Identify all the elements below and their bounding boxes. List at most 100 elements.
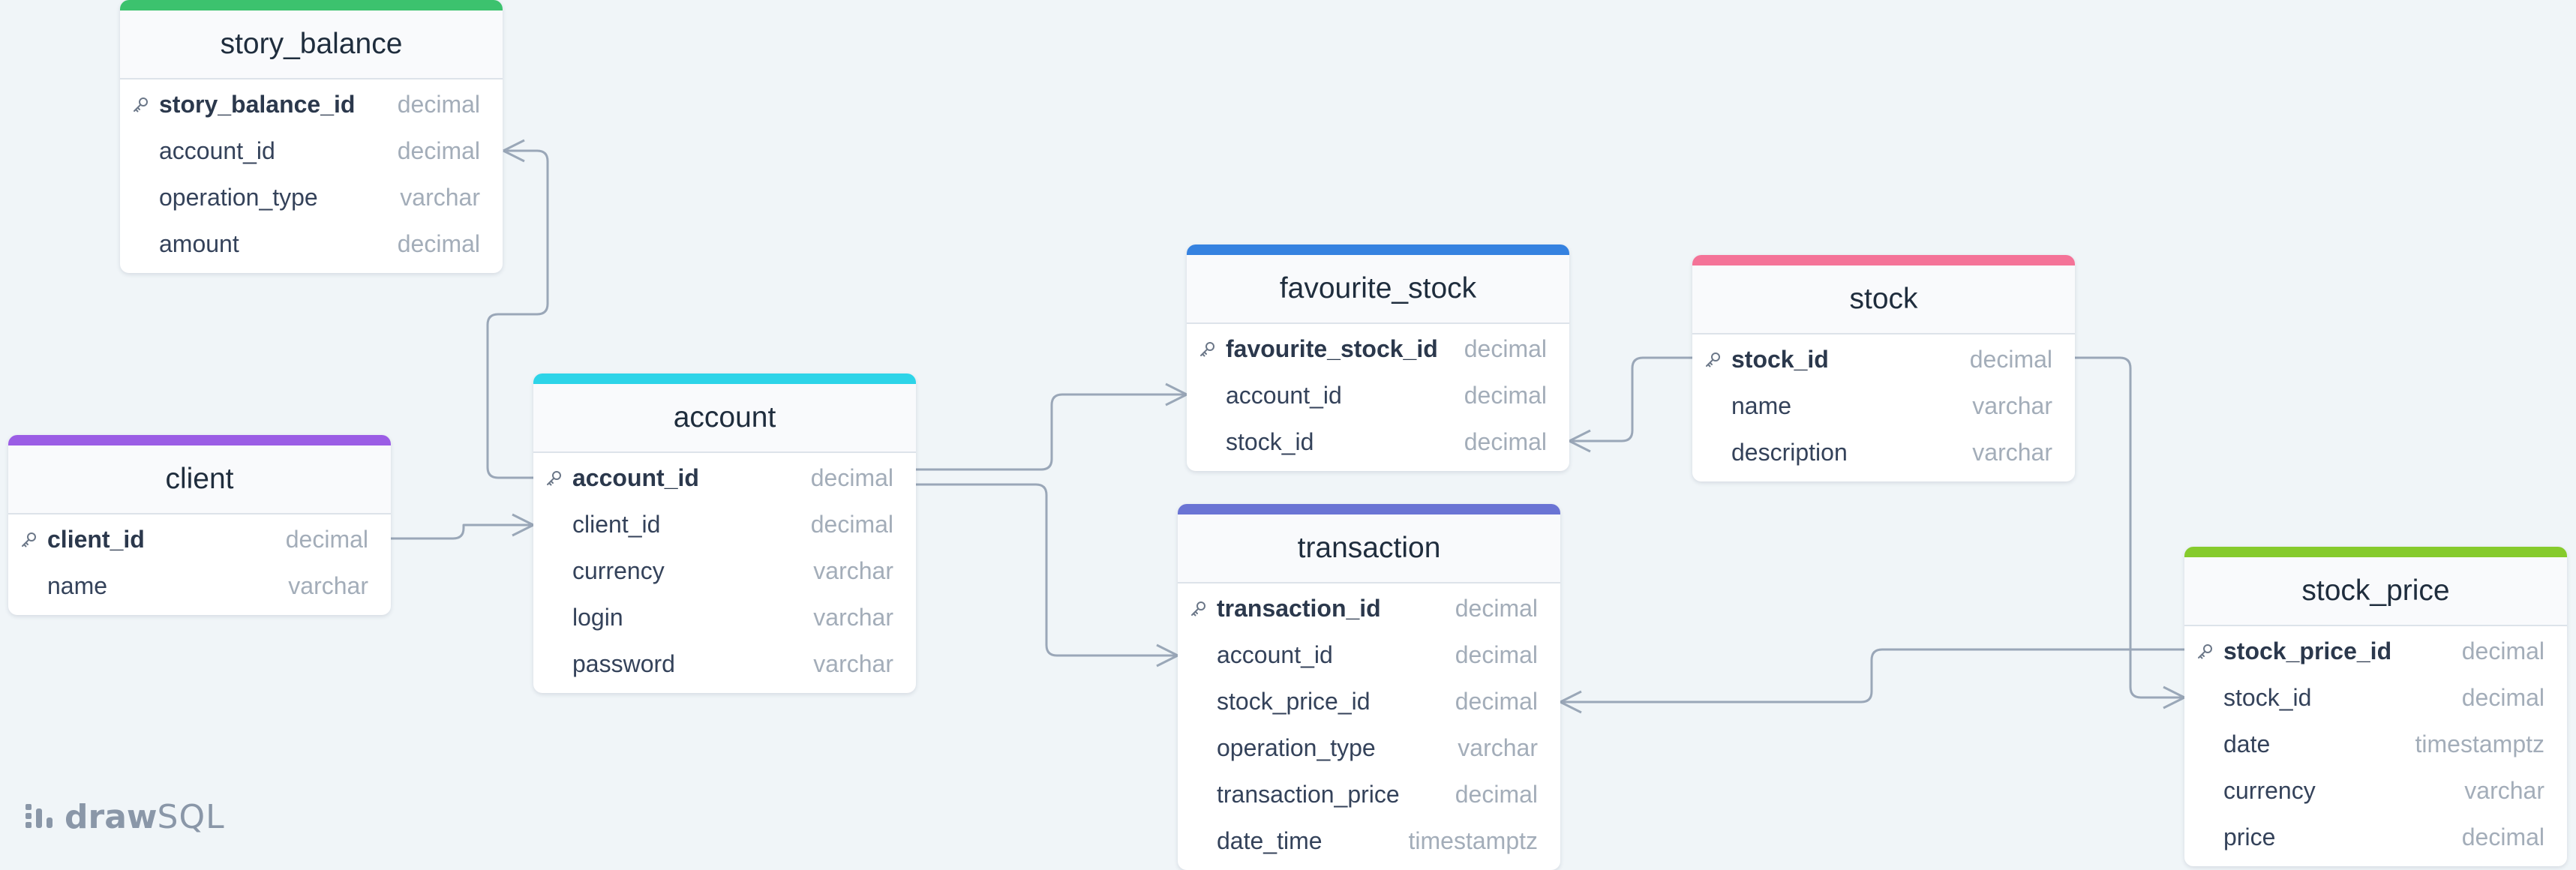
column-type: decimal	[1464, 334, 1547, 362]
table-title[interactable]: favourite_stock	[1187, 255, 1569, 324]
table-title[interactable]: client	[8, 446, 391, 514]
table-color-bar	[1187, 244, 1569, 255]
relation-story_balance-account	[486, 149, 549, 479]
column-name: stock_id	[1731, 345, 1829, 373]
column-type: decimal	[397, 230, 480, 257]
column-name: password	[572, 650, 675, 677]
relation-stock_price-transaction	[1560, 648, 2184, 704]
logo-text-secondary: SQL	[157, 798, 225, 836]
column-row[interactable]: stock_id decimal	[1692, 336, 2075, 382]
relation-stock-stock_price	[2075, 356, 2184, 699]
column-name: operation_type	[1217, 734, 1376, 761]
column-type: varchar	[1458, 734, 1538, 761]
column-name: stock_id	[1226, 428, 1314, 455]
table-color-bar	[533, 374, 916, 384]
column-row[interactable]: stock_price_id decimal	[1178, 678, 1560, 724]
column-name: stock_price_id	[2223, 637, 2392, 664]
column-row[interactable]: description varchar	[1692, 429, 2075, 476]
column-name: stock_id	[2223, 683, 2312, 711]
table-color-bar	[1692, 255, 2075, 266]
key-icon	[134, 98, 148, 112]
table-title[interactable]: stock_price	[2184, 557, 2567, 626]
column-type: timestamptz	[1408, 826, 1538, 854]
column-type: varchar	[2464, 776, 2544, 804]
relation-stock-favourite_stock	[1569, 356, 1692, 442]
column-row[interactable]: favourite_stock_id decimal	[1187, 326, 1569, 372]
column-name: stock_price_id	[1217, 687, 1371, 715]
column-type: varchar	[813, 556, 893, 584]
column-type: decimal	[397, 136, 480, 164]
table-title[interactable]: transaction	[1178, 514, 1560, 584]
column-type: varchar	[1972, 392, 2052, 419]
table-color-bar	[2184, 547, 2567, 557]
table-color-bar	[1178, 504, 1560, 514]
crowfoot-transaction-account	[1156, 644, 1178, 668]
column-name: transaction_id	[1217, 594, 1381, 622]
drawsql-logo-icon	[26, 803, 53, 828]
column-name: name	[1731, 392, 1792, 419]
key-icon	[547, 471, 561, 486]
column-row[interactable]: stock_id decimal	[1187, 418, 1569, 465]
table-title[interactable]: stock	[1692, 266, 2075, 334]
column-type: varchar	[400, 183, 480, 211]
column-name: account_id	[1226, 381, 1342, 409]
table-title[interactable]: story_balance	[120, 10, 503, 80]
column-type: varchar	[813, 603, 893, 631]
column-row[interactable]: account_id decimal	[120, 128, 503, 174]
crowfoot-favourite_stock-stock	[1569, 429, 1591, 453]
column-type: decimal	[1969, 345, 2052, 373]
column-type: varchar	[1972, 438, 2052, 466]
key-icon	[2198, 644, 2212, 659]
relation-account-favourite_stock	[916, 393, 1187, 471]
crowfoot-favourite_stock-account	[1165, 382, 1187, 406]
table-title[interactable]: account	[533, 384, 916, 453]
column-name: description	[1731, 438, 1848, 466]
table-color-bar	[8, 435, 391, 446]
column-row[interactable]: operation_type varchar	[1178, 724, 1560, 771]
column-name: date	[2223, 730, 2271, 758]
column-row[interactable]: operation_type varchar	[120, 174, 503, 220]
key-icon	[22, 532, 36, 548]
key-icon	[1200, 342, 1214, 357]
column-list: stock_id decimal name varchar description var…	[1692, 334, 2075, 482]
column-row[interactable]: name varchar	[1692, 382, 2075, 429]
key-icon	[1191, 602, 1205, 616]
column-name: favourite_stock_id	[1226, 334, 1438, 362]
column-name: client_id	[47, 525, 145, 553]
column-type: decimal	[1455, 687, 1538, 715]
column-type: decimal	[1464, 428, 1547, 455]
column-name: price	[2223, 823, 2276, 850]
column-name: operation_type	[159, 183, 318, 211]
column-name: account_id	[159, 136, 275, 164]
